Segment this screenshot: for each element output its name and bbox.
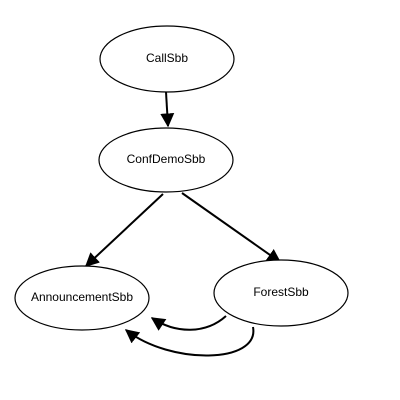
node-confdemosbb: ConfDemoSbb [98, 127, 234, 193]
node-callsbb: CallSbb [99, 25, 235, 93]
node-announcementsbb-shape [14, 265, 150, 331]
node-confdemosbb-label: ConfDemoSbb [127, 152, 206, 166]
node-confdemosbb-shape [98, 127, 234, 193]
node-announcementsbb: AnnouncementSbb [14, 265, 150, 331]
edge-callsbb-to-confdemosbb [160, 91, 175, 128]
node-forestsbb: ForestSbb [213, 259, 349, 327]
edge-forestsbb-to-announcementsbb-inner [150, 315, 227, 331]
node-callsbb-label: CallSbb [146, 51, 188, 65]
node-forestsbb-shape [213, 259, 349, 327]
edge-forestsbb-to-announcementsbb-outer [124, 326, 255, 357]
node-announcementsbb-label: AnnouncementSbb [31, 290, 133, 304]
edge-confdemosbb-to-forestsbb [181, 192, 282, 263]
edges-group [84, 91, 282, 357]
edge-confdemosbb-to-announcementsbb [84, 193, 164, 267]
node-callsbb-shape [99, 25, 235, 93]
node-forestsbb-label: ForestSbb [253, 285, 309, 299]
